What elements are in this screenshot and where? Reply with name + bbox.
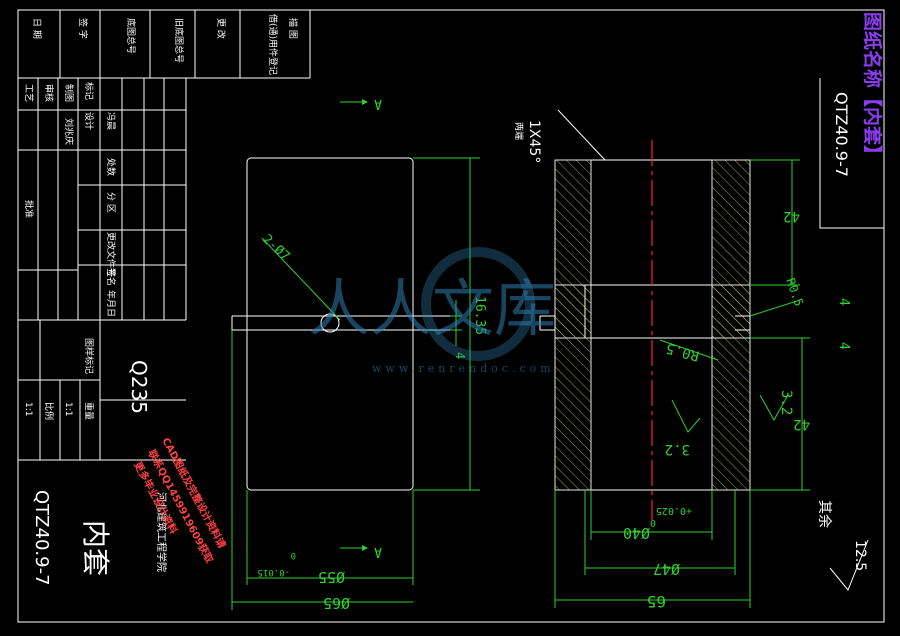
strip-date: 日 期 — [31, 18, 42, 39]
chamfer-label: 1X45° — [526, 120, 542, 163]
role-design: 设计 — [83, 112, 95, 130]
offset-label: 16.35 — [472, 296, 487, 335]
fillet-outer: R0.5 — [783, 276, 806, 308]
dim-4a: 4 — [836, 298, 851, 306]
strip-base-no: 底图总号 — [125, 18, 137, 54]
school-text: 河北建筑工程学院 — [155, 492, 168, 572]
strip-change: 更 改 — [215, 18, 227, 39]
role-draw: 制图 — [63, 84, 75, 102]
left-view: A A 2-Ø7 16.35 4 Ø55 0 -0.015 Ø65 — [231, 96, 487, 612]
left-view-outline — [246, 157, 414, 491]
strip-trace: 描 图 — [287, 18, 299, 39]
dia-inner-tol-upper: 0 — [291, 550, 296, 560]
watermark: 人人文库 www.renrendoc.com — [308, 247, 556, 375]
dim-top: 42 — [783, 208, 800, 224]
drawing-number-box: QTZ40.9-7 — [819, 78, 884, 229]
strip-borrow: 借(通)用件登记 — [267, 14, 279, 75]
pin-hole — [320, 313, 340, 333]
bore-tol-upper: +0.025 — [656, 505, 692, 516]
scale-value: 1:1 — [23, 402, 33, 416]
role-check: 审核 — [43, 84, 55, 102]
role-mark: 标记 — [83, 82, 95, 100]
hole-label: 2-Ø7 — [259, 232, 292, 264]
material-text: Q235 — [127, 360, 151, 414]
top-strip: 日 期 签 字 底图总号 旧底图总号 更 改 借(通)用件登记 描 图 — [18, 10, 311, 79]
rev-zone: 分 区 — [105, 192, 116, 213]
rev-count: 处数 — [105, 158, 117, 176]
dia-inner-tol-lower: -0.015 — [257, 567, 290, 577]
rev-doc: 更改文件号 — [105, 232, 117, 277]
rev-sign: 签名 — [105, 268, 117, 286]
section-mark-bottom: A — [374, 544, 382, 559]
weight-label: 重量 — [83, 402, 95, 420]
title-block: 标记 设计 制图 审核 工艺 批准 冯晨 刘兆庆 处数 分 区 更改文件号 签名… — [17, 78, 187, 622]
rest-label: 其余 — [816, 500, 833, 528]
dim-4b: 4 — [836, 342, 851, 350]
red-stamp: CAD图纸及完整设计资料请 联系QQ1459919609获取 更多毕业设计资料 — [131, 435, 228, 566]
role-approve: 批准 — [23, 200, 35, 218]
vertical-banner: 图纸名称【内套】 — [861, 12, 884, 164]
right-view: 1X45° 两端 42 42 R0.5 R0.5 4 4 3.2 3.2 Ø40… — [513, 109, 869, 611]
strip-sign: 签 字 — [77, 18, 89, 39]
rev-date: 年月日 — [105, 290, 117, 317]
dia-inner: Ø55 — [318, 568, 345, 586]
length-65: 65 — [647, 592, 666, 611]
checker-name: 刘兆庆 — [63, 118, 75, 145]
dia-outer: Ø65 — [323, 594, 350, 612]
rough-rest: 12.5 — [852, 540, 868, 571]
dia-47: Ø47 — [653, 560, 680, 578]
drawing-number-text: QTZ40.9-7 — [31, 490, 52, 586]
designer-name: 冯晨 — [105, 112, 116, 130]
fillet-inner: R0.5 — [664, 339, 701, 363]
dim-bottom: 42 — [793, 416, 810, 432]
scale-label: 比例 — [43, 402, 55, 420]
small-dim: 4 — [453, 352, 467, 359]
rough-a: 3.2 — [665, 441, 690, 457]
weight-value: 1:1 — [63, 402, 73, 416]
svg-text:人人文库: 人人文库 — [308, 272, 556, 345]
svg-text:QTZ40.9-7: QTZ40.9-7 — [832, 92, 851, 177]
stage-label: 图样标记 — [83, 338, 95, 374]
bore-label: Ø40 — [623, 524, 650, 542]
role-process: 工艺 — [23, 84, 34, 102]
bore-tol-lower: 0 — [650, 517, 656, 528]
chamfer-note: 两端 — [513, 122, 525, 140]
svg-text:www.renrendoc.com: www.renrendoc.com — [372, 362, 555, 375]
section-mark-top: A — [374, 96, 382, 111]
rough-b: 3.2 — [778, 390, 794, 415]
part-name-text: 内套 — [79, 520, 112, 576]
strip-old-base-no: 旧底图总号 — [173, 18, 185, 63]
